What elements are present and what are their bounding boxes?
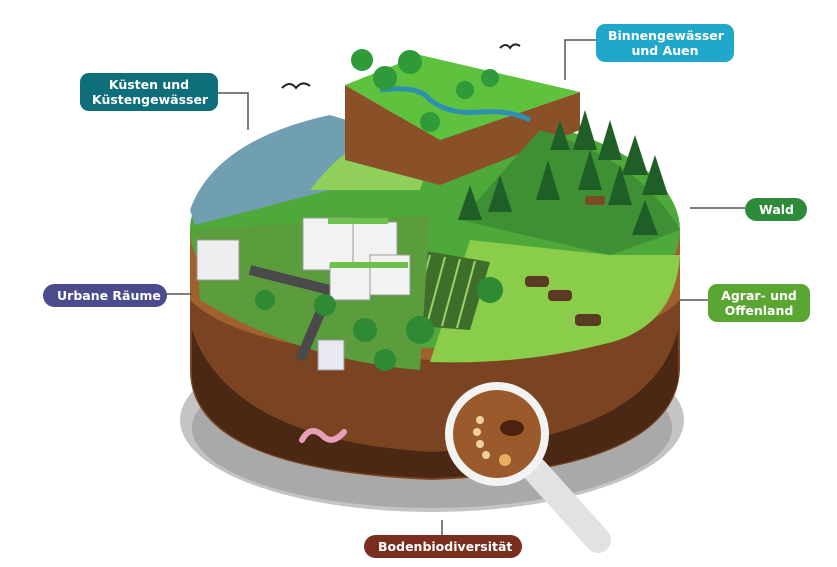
bird-right [499,43,521,50]
label-kuesten: Küsten und Küstengewässer [80,73,218,111]
forest-trees [458,110,668,235]
label-boden-text: Bodenbiodiversität [378,539,513,554]
earthworm [299,428,347,443]
label-agrar-line2: Offenland [724,303,794,318]
label-binnen-line1: Binnengewässer [608,28,724,43]
label-urban: Urbane Räume [43,284,167,307]
leader-lines [165,39,745,535]
label-wald: Wald [745,198,807,221]
label-kuesten-line2: Küstengewässer [92,92,209,107]
meadow [430,240,680,363]
label-agrar-line1: Agrar- und [721,288,797,303]
bird-left [281,82,311,90]
cows [525,276,601,326]
label-boden: Bodenbiodiversität [364,535,522,558]
soil-organisms [473,416,524,466]
label-kuesten-line1: Küsten und [108,77,190,92]
magnifier-lens [453,390,541,478]
magnifier-handle [522,457,611,553]
label-binnen-line2: und Auen [631,43,699,58]
plateau-trees [351,49,499,132]
coast-water [190,115,380,225]
soil-dark-band [192,330,678,478]
plateau-river [379,86,532,123]
deer [585,196,605,205]
label-binnen: Binnengewässer und Auen [596,24,734,62]
forest-ground [460,130,680,255]
label-wald-text: Wald [759,202,795,217]
buildings [196,217,411,371]
urban-trees [255,277,503,371]
label-agrar: Agrar- und Offenland [708,284,810,322]
plateau-soil [345,85,580,185]
label-urban-text: Urbane Räume [57,288,161,303]
